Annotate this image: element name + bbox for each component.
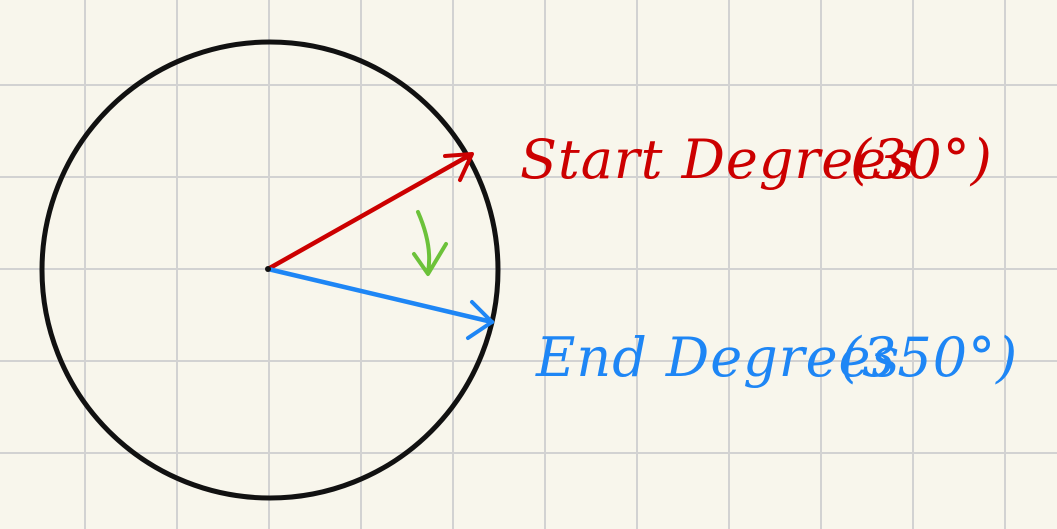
end-degrees-value: (350°)	[840, 326, 1018, 389]
start-degrees-label: Start Degrees	[520, 128, 916, 191]
end-degrees-label: End Degrees	[535, 326, 900, 389]
start-degrees-value: (30°)	[850, 128, 993, 191]
start-arrow	[265, 152, 474, 272]
circle	[39, 39, 501, 501]
sweep-arrow	[412, 210, 448, 276]
end-arrow	[265, 266, 495, 340]
center-point	[265, 266, 271, 272]
